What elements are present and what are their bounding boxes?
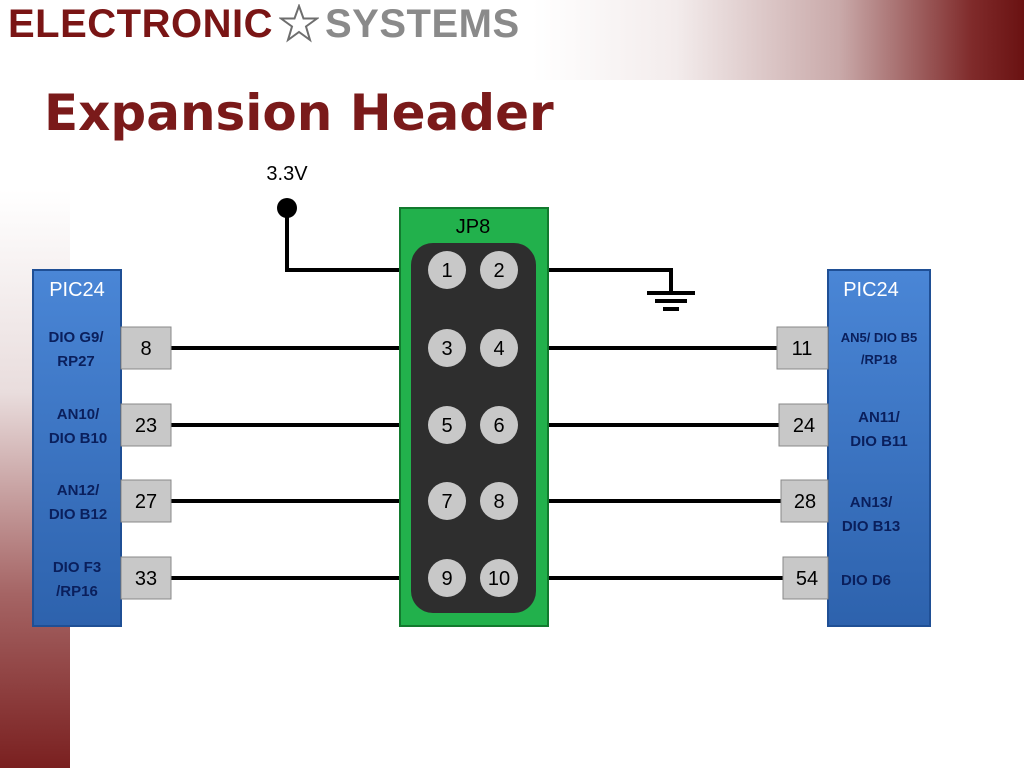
left-chip-body bbox=[32, 269, 122, 627]
ground-icon bbox=[647, 291, 695, 311]
header-pin bbox=[428, 559, 466, 597]
wire-pin-2-to-ground bbox=[499, 268, 673, 292]
right-pin-number: 54 bbox=[796, 568, 818, 590]
right-pin-number: 24 bbox=[793, 415, 815, 437]
right-signal-label: /RP18 bbox=[861, 352, 897, 367]
left-pin-number: 23 bbox=[135, 415, 157, 437]
left-signal-label: AN10/ bbox=[57, 406, 100, 423]
left-signal-label: DIO F3 bbox=[53, 559, 101, 576]
right-chip-body bbox=[827, 269, 931, 627]
left-signal-label: /RP16 bbox=[56, 583, 98, 600]
right-signal-label: DIO D6 bbox=[841, 572, 891, 589]
header-label: JP8 bbox=[456, 216, 490, 238]
pin-number: 10 bbox=[488, 568, 510, 590]
right-signal-label: DIO B11 bbox=[850, 433, 908, 450]
right-pin-box bbox=[782, 556, 829, 600]
left-signal-label: AN12/ bbox=[57, 482, 100, 499]
header-pin bbox=[428, 329, 466, 367]
right-pin-box bbox=[776, 326, 829, 370]
power-node bbox=[277, 198, 297, 218]
brand-word-systems: SYSTEMS bbox=[325, 1, 520, 46]
left-pin-box bbox=[120, 479, 172, 523]
right-pin-box bbox=[780, 479, 829, 523]
pin-number: 4 bbox=[493, 338, 504, 360]
left-pin-box bbox=[120, 326, 172, 370]
header-pin bbox=[480, 406, 518, 444]
right-signal-label: AN13/ bbox=[850, 494, 893, 511]
left-chip: PIC24 DIO G9/ RP27 AN10/ DIO B10 AN12/ D… bbox=[32, 269, 172, 627]
pin-number: 7 bbox=[441, 491, 452, 513]
brand-word-electronic: ELECTRONIC bbox=[8, 1, 273, 46]
left-signal-label: DIO G9/ bbox=[48, 329, 104, 346]
header-pin bbox=[480, 559, 518, 597]
top-banner bbox=[0, 0, 1024, 80]
pin-number: 3 bbox=[441, 338, 452, 360]
right-pin-number: 11 bbox=[792, 338, 813, 360]
page-title: Expansion Header bbox=[44, 84, 554, 142]
left-pin-number: 33 bbox=[135, 568, 157, 590]
right-signal-label: AN5/ DIO B5 bbox=[841, 330, 918, 345]
pin-number: 8 bbox=[493, 491, 504, 513]
header-pins: 1 2 3 4 5 6 7 8 9 10 bbox=[428, 251, 518, 597]
right-signal-label: DIO B13 bbox=[842, 518, 900, 535]
left-signal-label: DIO B12 bbox=[49, 506, 107, 523]
pin-number: 9 bbox=[441, 568, 452, 590]
left-signal-label: RP27 bbox=[57, 353, 95, 370]
left-pin-number: 27 bbox=[135, 491, 157, 513]
header-pin bbox=[428, 406, 466, 444]
left-pin-box bbox=[120, 403, 172, 447]
header-pin bbox=[428, 251, 466, 289]
header-pin bbox=[428, 482, 466, 520]
power-label: 3.3V bbox=[266, 163, 308, 185]
star-icon bbox=[279, 4, 319, 43]
header-pin bbox=[480, 251, 518, 289]
pin-number: 2 bbox=[493, 260, 504, 282]
left-chip-name: PIC24 bbox=[49, 279, 105, 301]
pin-number: 1 bbox=[441, 260, 452, 282]
left-pin-box bbox=[120, 556, 172, 600]
right-pin-box bbox=[778, 403, 829, 447]
header-pin bbox=[480, 329, 518, 367]
right-signal-label: AN11/ bbox=[858, 409, 901, 426]
brand-logo: ELECTRONIC SYSTEMS bbox=[8, 2, 520, 46]
header-pin bbox=[480, 482, 518, 520]
right-chip-name: PIC24 bbox=[843, 279, 899, 301]
left-signal-label: DIO B10 bbox=[49, 430, 107, 447]
right-pin-number: 28 bbox=[794, 491, 816, 513]
wire-3v3-to-pin-1 bbox=[285, 208, 447, 272]
right-chip: PIC24 AN5/ DIO B5 /RP18 AN11/ DIO B11 AN… bbox=[776, 269, 931, 627]
left-pin-number: 8 bbox=[140, 338, 151, 360]
pin-number: 6 bbox=[493, 415, 504, 437]
pin-number: 5 bbox=[441, 415, 452, 437]
